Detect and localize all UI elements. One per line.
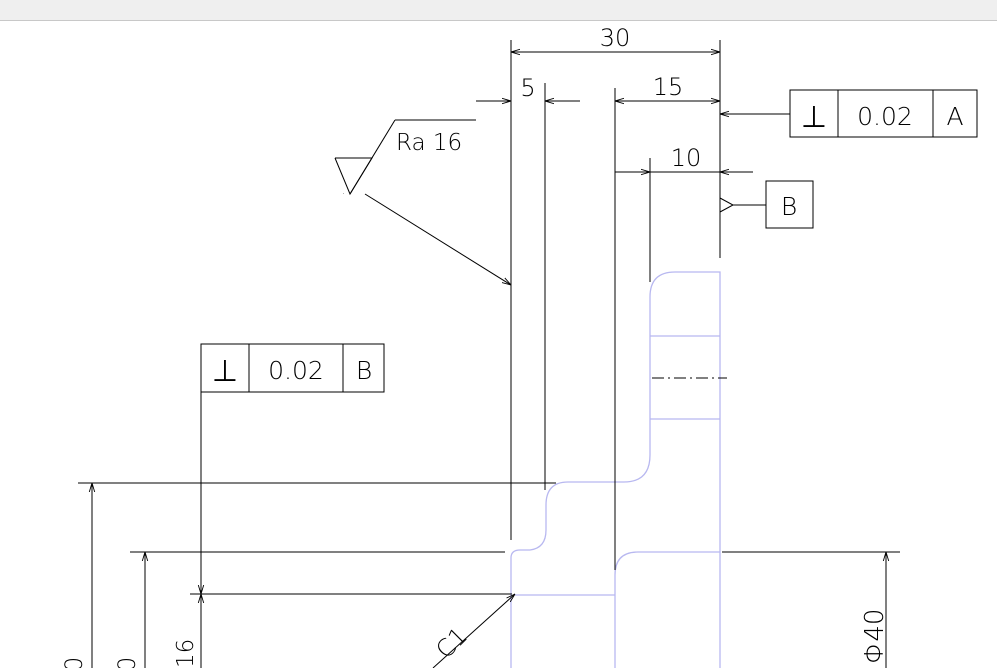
dimension-5[interactable]: 5	[476, 74, 580, 102]
horizontal-extension-lines	[78, 482, 900, 595]
gdt-left-datum: B	[356, 356, 372, 385]
gdt-top-tolerance: 0.02	[857, 102, 913, 131]
dimension-15[interactable]: 15	[615, 73, 720, 101]
dimension-left-2-label: 0	[113, 657, 141, 668]
dimension-left-1-label: 0	[60, 657, 88, 668]
datum-b-label: B	[781, 192, 797, 221]
dimension-15-label: 15	[653, 73, 684, 101]
drawing-svg: 30 5 15 10 . Ra 16 ⊥ 0.02 A	[60, 24, 978, 672]
dimension-10-label: 10	[671, 144, 702, 172]
window-title-bar	[0, 0, 997, 21]
dimension-phi40-label: Φ40	[860, 609, 890, 664]
dimension-left-1[interactable]: 0	[60, 483, 92, 672]
dimension-5-label: 5	[520, 74, 535, 102]
gdt-left-tolerance: 0.02	[268, 356, 324, 385]
dimension-left-2[interactable]: 0	[113, 552, 145, 672]
cad-drawing-canvas[interactable]: 30 5 15 10 . Ra 16 ⊥ 0.02 A	[0, 21, 997, 672]
dimension-30-label: 30	[600, 24, 631, 52]
dimension-bore-label: 16	[173, 639, 199, 668]
dimension-phi40[interactable]: Φ40	[860, 552, 890, 668]
dimension-bore-16[interactable]: 16	[173, 560, 201, 668]
gdt-frame-top[interactable]: ⊥ 0.02 A	[720, 89, 978, 138]
roughness-dot: .	[342, 186, 345, 197]
dimension-30[interactable]: 30	[511, 24, 720, 52]
part-outline[interactable]	[510, 271, 727, 668]
surface-roughness-symbol[interactable]: . Ra 16	[334, 119, 511, 285]
perpendicularity-icon: ⊥	[801, 100, 827, 135]
datum-triangle-icon	[719, 197, 735, 213]
gdt-top-datum: A	[946, 102, 963, 131]
dimension-10[interactable]: 10	[615, 144, 753, 172]
perpendicularity-icon: ⊥	[212, 354, 238, 389]
chamfer-label: C1	[430, 622, 472, 664]
gdt-frame-left[interactable]: ⊥ 0.02 B	[200, 343, 385, 393]
datum-marker-b[interactable]: B	[719, 180, 814, 229]
chamfer-c1[interactable]: C1	[430, 594, 515, 669]
roughness-value: Ra 16	[396, 130, 462, 156]
